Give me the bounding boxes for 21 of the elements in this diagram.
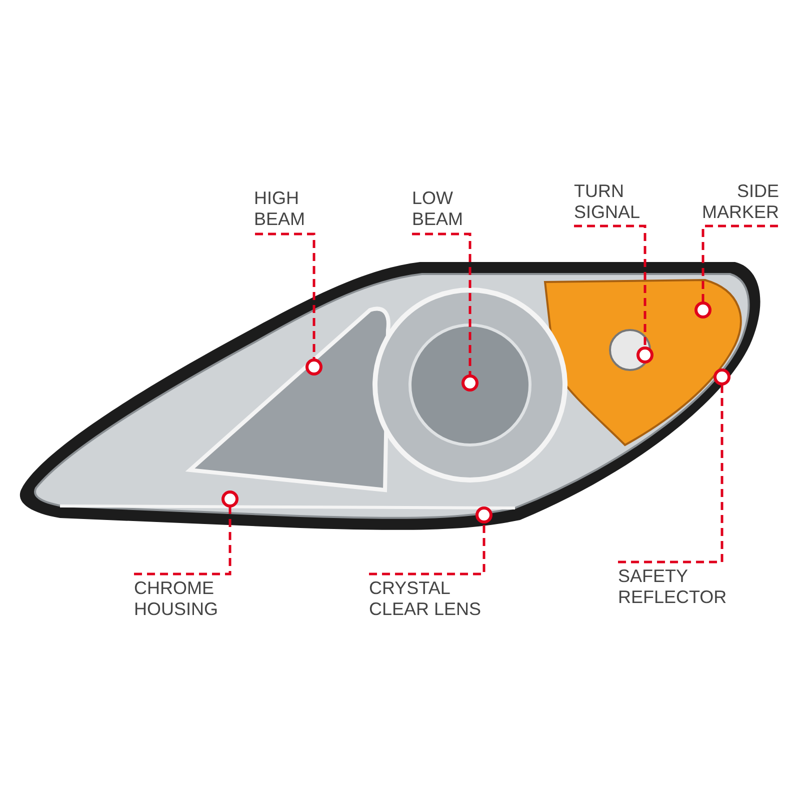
leader-line <box>702 224 778 303</box>
callout-label: CHROME HOUSING <box>134 578 234 620</box>
callout-label: HIGH BEAM <box>254 188 314 230</box>
callout-label: SIDE MARKER <box>693 181 779 223</box>
leader-line <box>574 224 646 348</box>
callout-dot <box>461 374 479 392</box>
leader-line <box>412 232 472 376</box>
callout-label: LOW BEAM <box>412 188 472 230</box>
leader-line <box>134 506 232 576</box>
callout-label: SAFETY REFLECTOR <box>618 566 728 608</box>
callout-dot <box>475 506 493 524</box>
leader-line <box>618 384 724 564</box>
leader-line <box>255 232 316 360</box>
callout-label: TURN SIGNAL <box>574 181 654 223</box>
callout-dot <box>713 368 731 386</box>
callout-dot <box>305 358 323 376</box>
callout-dot <box>694 301 712 319</box>
callout-label: CRYSTAL CLEAR LENS <box>369 578 487 620</box>
callout-dot <box>636 346 654 364</box>
callout-dot <box>221 490 239 508</box>
leader-line <box>369 522 486 576</box>
